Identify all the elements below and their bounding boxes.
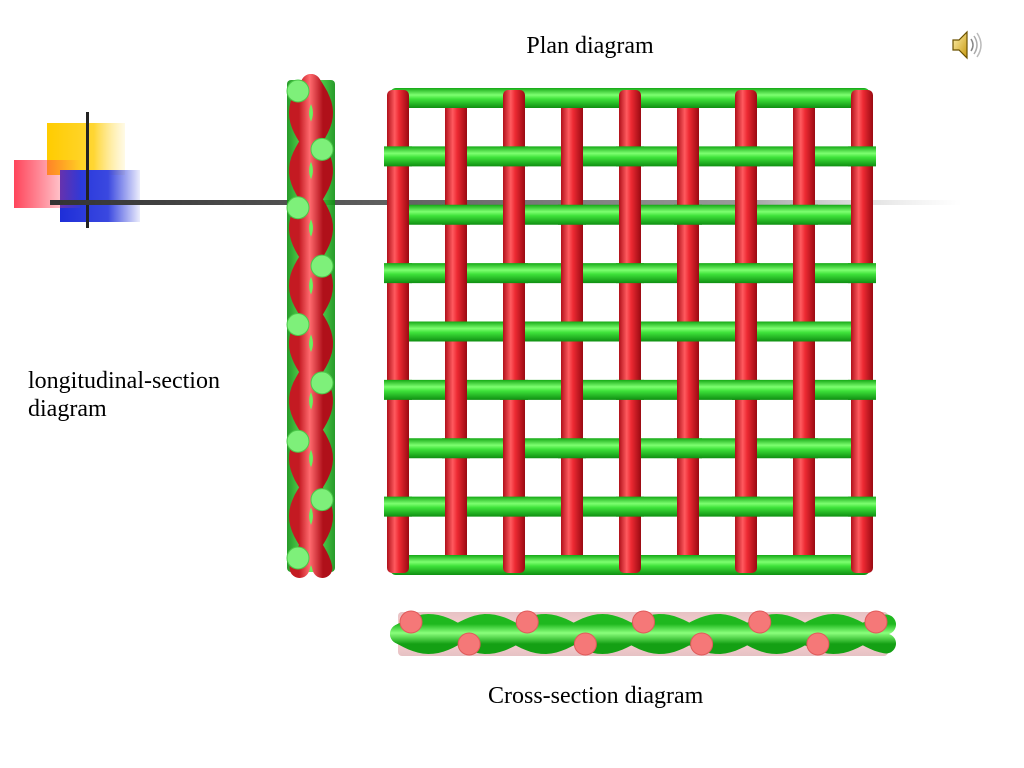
deco-vertical-line <box>86 112 89 228</box>
green-dot <box>310 488 334 512</box>
weft-crossing <box>558 555 586 575</box>
pink-dot <box>690 632 714 656</box>
weft-crossing <box>384 379 412 400</box>
warp-thread <box>619 90 641 573</box>
weft-crossing <box>558 88 586 108</box>
weft-crossing <box>500 379 528 400</box>
green-dot <box>310 371 334 395</box>
warp-thread <box>735 90 757 573</box>
weft-crossing <box>616 379 644 400</box>
green-dot <box>286 429 310 453</box>
weft-crossing <box>674 88 702 108</box>
green-dot <box>286 79 310 103</box>
warp-thread <box>851 90 873 573</box>
longitudinal-section-label: longitudinal-section diagram <box>28 368 220 422</box>
weft-crossing <box>790 555 818 575</box>
weft-crossing <box>500 496 528 517</box>
weft-crossing <box>674 555 702 575</box>
weft-crossing <box>442 204 470 225</box>
weft-crossing <box>500 146 528 167</box>
green-dot <box>286 196 310 220</box>
weft-crossing <box>674 321 702 342</box>
pink-dot <box>806 632 830 656</box>
pink-dot <box>457 632 481 656</box>
weft-crossing <box>384 146 412 167</box>
weft-crossing <box>790 438 818 459</box>
weft-crossing <box>384 263 412 284</box>
cross-section-strand <box>390 610 896 656</box>
plan-diagram-label: Plan diagram <box>526 33 654 59</box>
pink-dot <box>515 610 539 634</box>
weft-crossing <box>848 263 876 284</box>
weft-crossing <box>790 204 818 225</box>
weft-crossing <box>442 88 470 108</box>
pink-dot <box>864 610 888 634</box>
green-dot <box>310 254 334 278</box>
green-dot <box>286 313 310 336</box>
weft-crossing <box>500 263 528 284</box>
weft-crossing <box>674 438 702 459</box>
weft-crossing <box>558 321 586 342</box>
weft-crossing <box>558 204 586 225</box>
weft-crossing <box>442 321 470 342</box>
weft-crossing <box>616 496 644 517</box>
weft-crossing <box>616 146 644 167</box>
weft-crossing <box>616 263 644 284</box>
weft-crossing <box>848 379 876 400</box>
weft-crossing <box>732 146 760 167</box>
warp-thread <box>503 90 525 573</box>
cross-section-label: Cross-section diagram <box>488 683 704 709</box>
weft-crossing <box>384 496 412 517</box>
weft-crossing <box>848 146 876 167</box>
green-dot <box>310 137 334 161</box>
weft-crossing <box>732 379 760 400</box>
pink-dot <box>573 632 597 656</box>
weft-crossing <box>732 263 760 284</box>
weft-crossing <box>790 88 818 108</box>
pink-dot <box>748 610 772 634</box>
pink-dot <box>632 610 655 634</box>
weft-crossing <box>674 204 702 225</box>
longitudinal-section-strand <box>286 74 335 578</box>
weft-crossing <box>732 496 760 517</box>
plan-weave-grid <box>384 88 876 575</box>
weft-crossing <box>558 438 586 459</box>
weft-crossing <box>442 555 470 575</box>
warp-thread <box>387 90 409 573</box>
weft-crossing <box>442 438 470 459</box>
green-dot <box>286 546 310 570</box>
weft-crossing <box>790 321 818 342</box>
weft-crossing <box>848 496 876 517</box>
pink-dot <box>399 610 423 634</box>
speaker-icon[interactable] <box>950 28 986 62</box>
